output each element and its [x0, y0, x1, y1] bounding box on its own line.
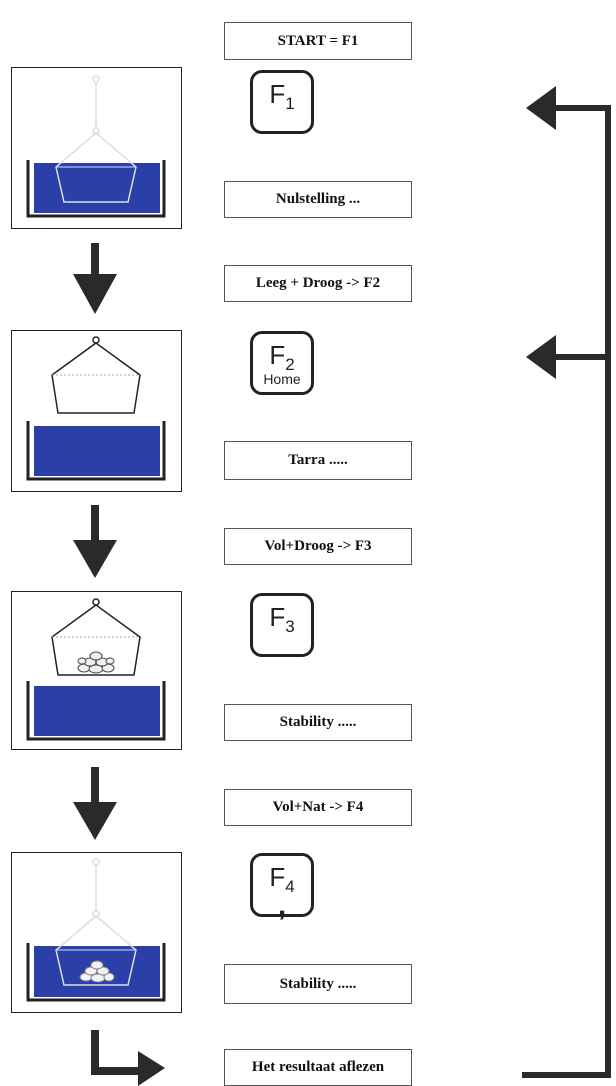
leeg-droog-label: Leeg + Droog -> F2	[224, 265, 412, 302]
down-arrow-icon	[73, 767, 117, 840]
stones-icon	[79, 960, 115, 983]
f3-key-letter: F	[269, 602, 286, 632]
tank-outline	[26, 681, 166, 741]
f2-home-key-icon: F2 Home	[250, 331, 314, 395]
basket-stones-illustration	[26, 598, 166, 741]
bent-arrow-icon	[91, 1030, 165, 1086]
basket-raised-illustration	[26, 336, 166, 481]
left-arrow-icon	[526, 335, 556, 379]
down-arrow-icon	[73, 505, 117, 578]
down-arrow-icon	[73, 243, 117, 314]
panel-stones-submerged	[11, 852, 182, 1013]
f4-key-letter: F	[269, 862, 286, 892]
tank-outline	[26, 943, 166, 1002]
f3-key-index: 3	[285, 617, 295, 636]
panel-zero-basket-submerged	[11, 67, 182, 229]
loop-back-line	[522, 105, 611, 1078]
f3-key-icon: F3	[250, 593, 314, 657]
water-tank	[34, 426, 160, 476]
f4-comma-key-icon: F4 ,	[250, 853, 314, 922]
tarra-label: Tarra .....	[224, 441, 412, 480]
f2-key-index: 2	[285, 355, 295, 374]
stability-label-1: Stability .....	[224, 704, 412, 741]
f1-key-icon: F1	[250, 70, 314, 134]
f1-key-index: 1	[285, 94, 295, 113]
result-label: Het resultaat aflezen	[224, 1049, 412, 1086]
f1-key-letter: F	[269, 79, 286, 109]
start-label: START = F1	[224, 22, 412, 60]
stones-submerged-illustration	[26, 858, 166, 1002]
left-arrow-icon	[526, 86, 556, 130]
water-tank	[34, 163, 160, 213]
basket	[51, 604, 141, 676]
basket-submerged-illustration	[26, 75, 166, 218]
f4-key-subtext: ,	[277, 889, 287, 922]
stones-icon	[77, 651, 115, 674]
tank-outline	[26, 160, 166, 218]
panel-basket-raised-stones	[11, 591, 182, 750]
tank-outline	[26, 421, 166, 481]
f4-key-index: 4	[285, 877, 295, 896]
stability-label-2: Stability .....	[224, 964, 412, 1004]
panel-basket-raised-empty	[11, 330, 182, 492]
basket	[51, 342, 141, 414]
vol-droog-label: Vol+Droog -> F3	[224, 528, 412, 565]
basket	[55, 915, 137, 986]
nulstelling-label: Nulstelling ...	[224, 181, 412, 218]
basket	[55, 132, 137, 203]
f2-key-letter: F	[269, 340, 286, 370]
water-tank	[34, 686, 160, 736]
vol-nat-label: Vol+Nat -> F4	[224, 789, 412, 826]
f2-key-subtext: Home	[263, 371, 301, 387]
